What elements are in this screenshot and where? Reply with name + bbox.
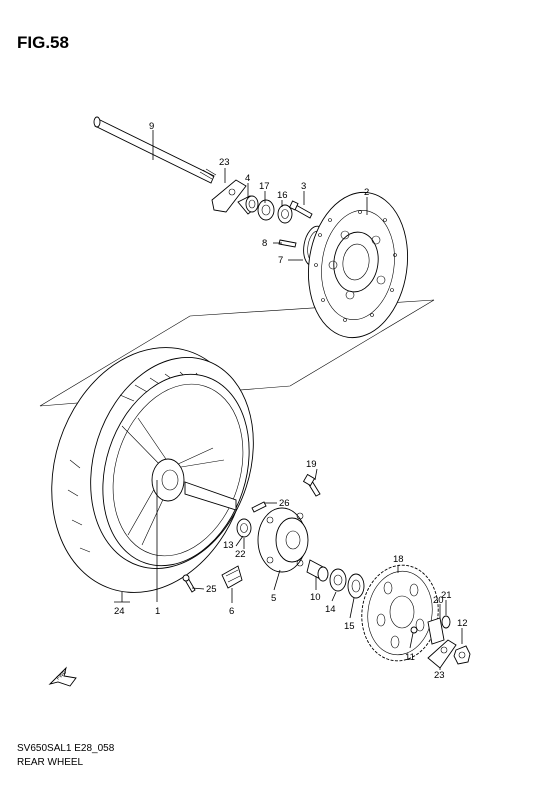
figure-title: FIG.58 xyxy=(17,33,69,52)
callout-23-top: 23 xyxy=(219,157,230,168)
callout-17: 17 xyxy=(259,181,270,192)
rear-wheel-rim xyxy=(102,373,250,567)
callout-10: 10 xyxy=(310,592,321,603)
callout-3: 3 xyxy=(301,181,306,192)
chain-adjuster-top xyxy=(211,179,247,213)
spacer-left xyxy=(237,195,259,215)
callout-26: 26 xyxy=(279,498,290,509)
damper-pin xyxy=(251,501,267,513)
callout-5: 5 xyxy=(271,593,276,604)
hub-spacer xyxy=(236,518,252,538)
tire-valve xyxy=(182,574,196,593)
callout-11: 11 xyxy=(405,652,415,663)
callout-19: 19 xyxy=(306,459,317,470)
callout-15: 15 xyxy=(344,621,355,632)
callout-12: 12 xyxy=(457,618,468,629)
callout-16: 16 xyxy=(277,190,288,201)
chain-adjuster-bottom xyxy=(427,639,457,669)
callout-6: 6 xyxy=(229,606,234,617)
rear-sprocket xyxy=(361,564,439,662)
drum-spacer xyxy=(306,559,329,582)
callout-25: 25 xyxy=(206,584,217,595)
callout-18: 18 xyxy=(393,554,404,565)
callout-1: 1 xyxy=(155,606,160,617)
callout-24: 24 xyxy=(114,606,125,617)
callout-8: 8 xyxy=(262,238,267,249)
disc-bolt xyxy=(288,200,313,219)
sprocket-mount-bolt xyxy=(302,473,321,497)
callout-9: 9 xyxy=(149,121,154,132)
balance-weight xyxy=(221,565,243,589)
callout-22: 22 xyxy=(235,549,246,560)
figure-caption: REAR WHEEL xyxy=(17,757,84,768)
callout-7: 7 xyxy=(278,255,283,266)
bearing-right xyxy=(329,568,347,592)
callout-4: 4 xyxy=(245,173,250,184)
oil-seal-right xyxy=(347,573,365,599)
callout-14: 14 xyxy=(325,604,336,615)
sprocket-nut xyxy=(410,626,418,634)
oil-seal xyxy=(257,199,275,221)
bolt-small xyxy=(278,239,297,248)
brake-disc xyxy=(307,191,409,339)
bearing-left xyxy=(277,204,293,224)
sprocket-mounting-drum xyxy=(257,507,309,573)
model-code: SV650SAL1 E28_058 xyxy=(17,743,115,754)
axle-washer xyxy=(427,615,451,645)
leader-lines xyxy=(114,130,463,670)
axle-nut xyxy=(453,645,471,665)
callout-2: 2 xyxy=(364,187,369,198)
callout-23-bottom: 23 xyxy=(434,670,445,681)
fwd-arrow-icon: FWD xyxy=(48,666,77,687)
callout-20: 20 xyxy=(433,595,444,606)
axle-shaft xyxy=(93,116,217,184)
callouts: 9 23 4 17 16 3 2 8 7 19 26 13 22 5 10 14… xyxy=(114,121,468,681)
callout-13: 13 xyxy=(223,540,234,551)
callout-21: 21 xyxy=(441,590,452,601)
